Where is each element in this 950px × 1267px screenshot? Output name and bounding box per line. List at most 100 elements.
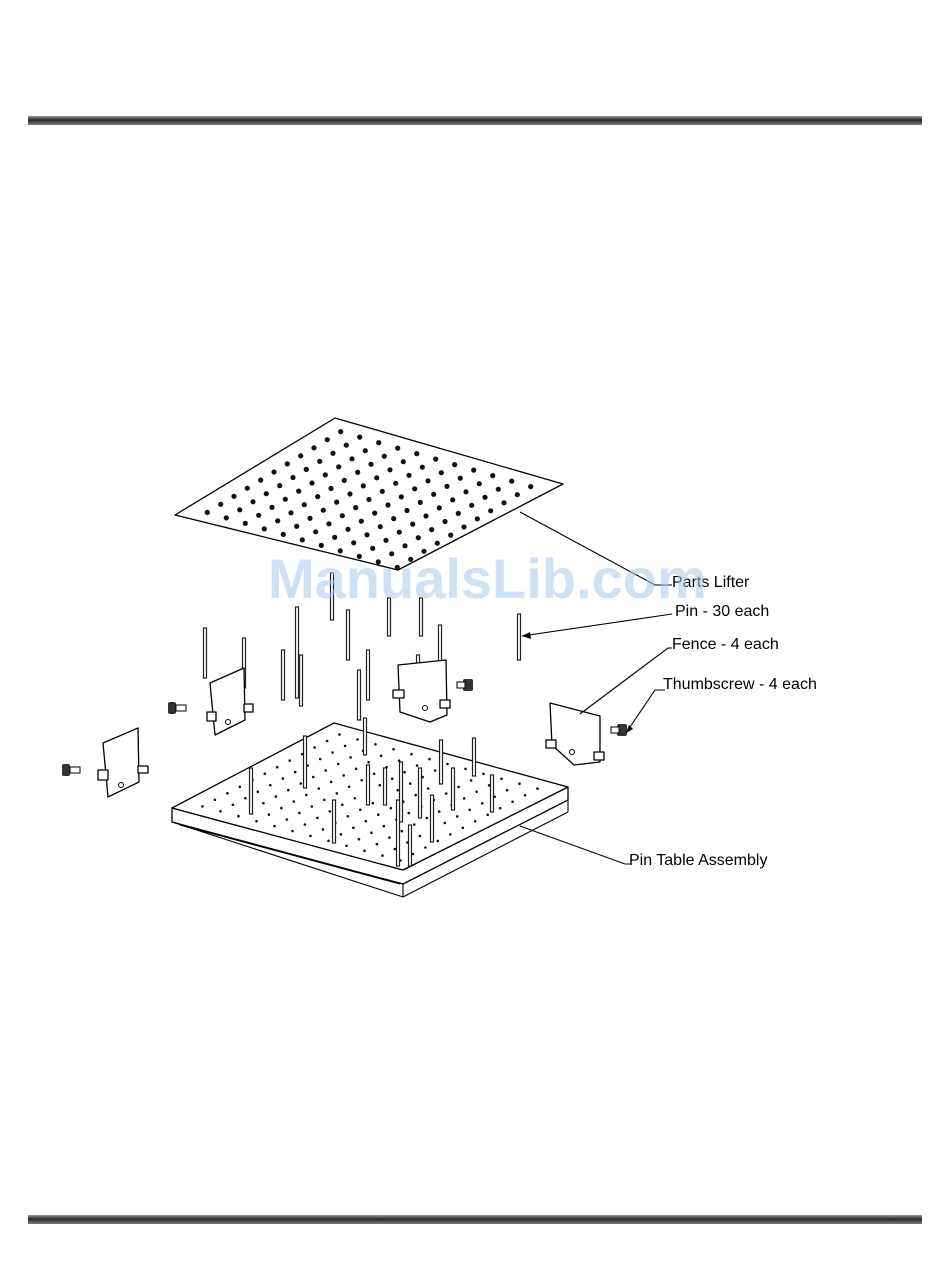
table-hole <box>456 815 459 818</box>
table-hole <box>273 825 276 828</box>
lifter-hole <box>376 440 381 445</box>
pin <box>347 610 350 660</box>
lifter-hole <box>496 487 501 492</box>
table-hole <box>367 761 370 764</box>
table-hole <box>409 782 412 785</box>
table-hole <box>416 764 419 767</box>
lifter-hole <box>425 478 430 483</box>
lifter-hole <box>528 484 533 489</box>
table-hole <box>392 748 395 751</box>
table-hole <box>201 805 204 808</box>
table-hole <box>341 804 344 807</box>
table-hole <box>352 827 355 830</box>
lifter-hole <box>288 510 293 515</box>
lifter-hole <box>374 475 379 480</box>
table-hole <box>363 849 366 852</box>
lifter-hole <box>368 462 373 467</box>
pin <box>518 614 521 660</box>
table-hole <box>287 789 290 792</box>
lifter-hole <box>205 510 210 515</box>
lifter-hole <box>461 524 466 529</box>
table-hole <box>524 794 527 797</box>
lifter-hole <box>437 505 442 510</box>
table-hole <box>336 792 339 795</box>
table-hole <box>305 794 308 797</box>
lifter-hole <box>245 486 250 491</box>
table-hole <box>291 830 294 833</box>
table-hole <box>414 794 417 797</box>
table-hole <box>468 809 471 812</box>
pin <box>367 650 370 700</box>
table-hole <box>463 797 466 800</box>
lifter-hole <box>218 502 223 507</box>
table-hole <box>322 828 325 831</box>
lifter-hole <box>444 484 449 489</box>
table-hole <box>536 787 539 790</box>
table-hole <box>268 813 271 816</box>
pin <box>397 800 400 866</box>
table-hole <box>408 812 411 815</box>
table-hole <box>280 807 283 810</box>
lifter-hole <box>224 515 229 520</box>
table-hole <box>219 810 222 813</box>
table-hole <box>237 815 240 818</box>
table-hole <box>214 799 217 802</box>
lifter-hole <box>395 446 400 451</box>
pin <box>491 775 494 812</box>
lifter-hole <box>342 478 347 483</box>
table-hole <box>323 799 326 802</box>
lifter-hole <box>313 529 318 534</box>
table-hole <box>434 769 437 772</box>
lifter-hole <box>439 470 444 475</box>
lifter-hole <box>315 494 320 499</box>
lifter-hole <box>302 502 307 507</box>
lifter-hole <box>347 491 352 496</box>
table-hole <box>293 800 296 803</box>
lifter-hole <box>351 540 356 545</box>
table-hole <box>381 854 384 857</box>
lifter-hole <box>269 505 274 510</box>
pin <box>409 825 412 866</box>
lifter-hole <box>258 478 263 483</box>
pin <box>419 768 422 818</box>
table-hole <box>377 813 380 816</box>
table-hole <box>326 740 329 743</box>
lifter-hole <box>285 461 290 466</box>
lifter-hole <box>391 516 396 521</box>
table-hole <box>226 792 229 795</box>
table-hole <box>437 840 440 843</box>
lifter-hole <box>349 456 354 461</box>
table-hole <box>383 825 386 828</box>
table-hole <box>311 805 314 808</box>
pin <box>452 768 455 810</box>
pin <box>364 718 367 755</box>
table-hole <box>500 778 503 781</box>
table-hole <box>257 790 260 793</box>
lifter-hole <box>450 497 455 502</box>
table-hole <box>316 817 319 820</box>
table-hole <box>232 804 235 807</box>
lifter-hole <box>283 497 288 502</box>
table-hole <box>269 784 272 787</box>
table-hole <box>360 779 363 782</box>
lifter-hole <box>262 526 267 531</box>
table-hole <box>474 820 477 823</box>
lifter-hole <box>336 464 341 469</box>
table-hole <box>444 822 447 825</box>
lifter-hole <box>385 502 390 507</box>
table-hole <box>298 812 301 815</box>
table-hole <box>355 768 358 771</box>
table-hole <box>486 814 489 817</box>
table-hole <box>300 782 303 785</box>
table-hole <box>391 777 394 780</box>
table-hole <box>470 779 473 782</box>
table-hole <box>354 797 357 800</box>
lifter-hole <box>412 486 417 491</box>
lifter-hole <box>410 522 415 527</box>
callout-fence: Fence - 4 each <box>672 636 779 653</box>
table-hole <box>390 807 393 810</box>
table-hole <box>312 776 315 779</box>
lifter-hole <box>397 530 402 535</box>
table-hole <box>304 823 307 826</box>
